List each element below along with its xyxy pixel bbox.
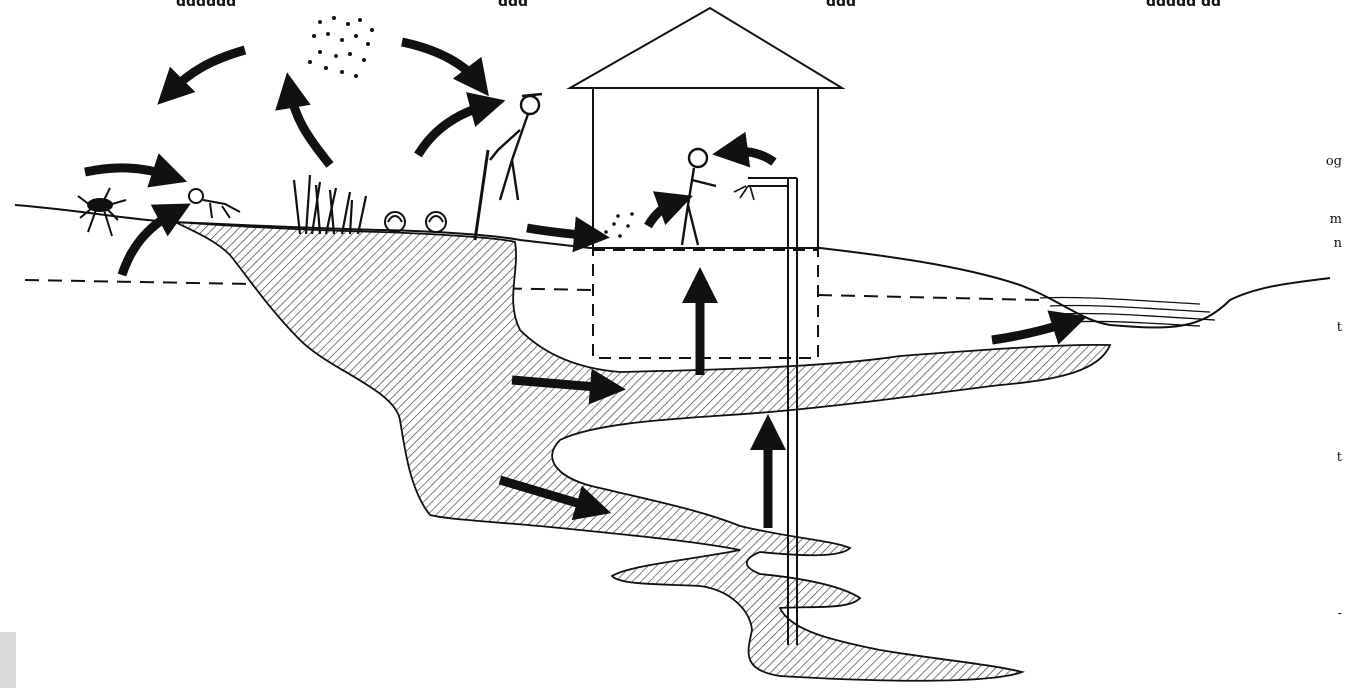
- arrow-to-water: [992, 322, 1070, 340]
- arrow-house-inner: [648, 202, 676, 226]
- cabbage-icon: [385, 212, 446, 232]
- arrow-tap: [730, 151, 774, 162]
- gardener-icon: [475, 94, 542, 240]
- plants-icon: [294, 175, 366, 234]
- crawling-child-icon: [189, 189, 240, 218]
- spray-dots: [604, 212, 634, 238]
- water-table-line-right: [818, 295, 1040, 300]
- arrow-right-cycle: [402, 42, 478, 82]
- arrow-surface-left: [85, 168, 170, 176]
- house-cellar: [593, 250, 818, 358]
- ground-surface-line: [15, 205, 1330, 327]
- house-roof: [570, 8, 842, 88]
- arrow-soil-up-left: [122, 212, 175, 275]
- contaminant-plume: [175, 222, 1110, 681]
- tap-spray-icon: [734, 186, 754, 200]
- arrow-person-up: [418, 105, 488, 155]
- flow-arrows: [85, 42, 1070, 528]
- person-in-house-icon: [682, 149, 716, 245]
- cloud-dots: [308, 16, 374, 78]
- arrow-left-cycle: [170, 50, 245, 92]
- arrow-into-house: [527, 228, 592, 236]
- arrow-plants-up: [290, 90, 330, 165]
